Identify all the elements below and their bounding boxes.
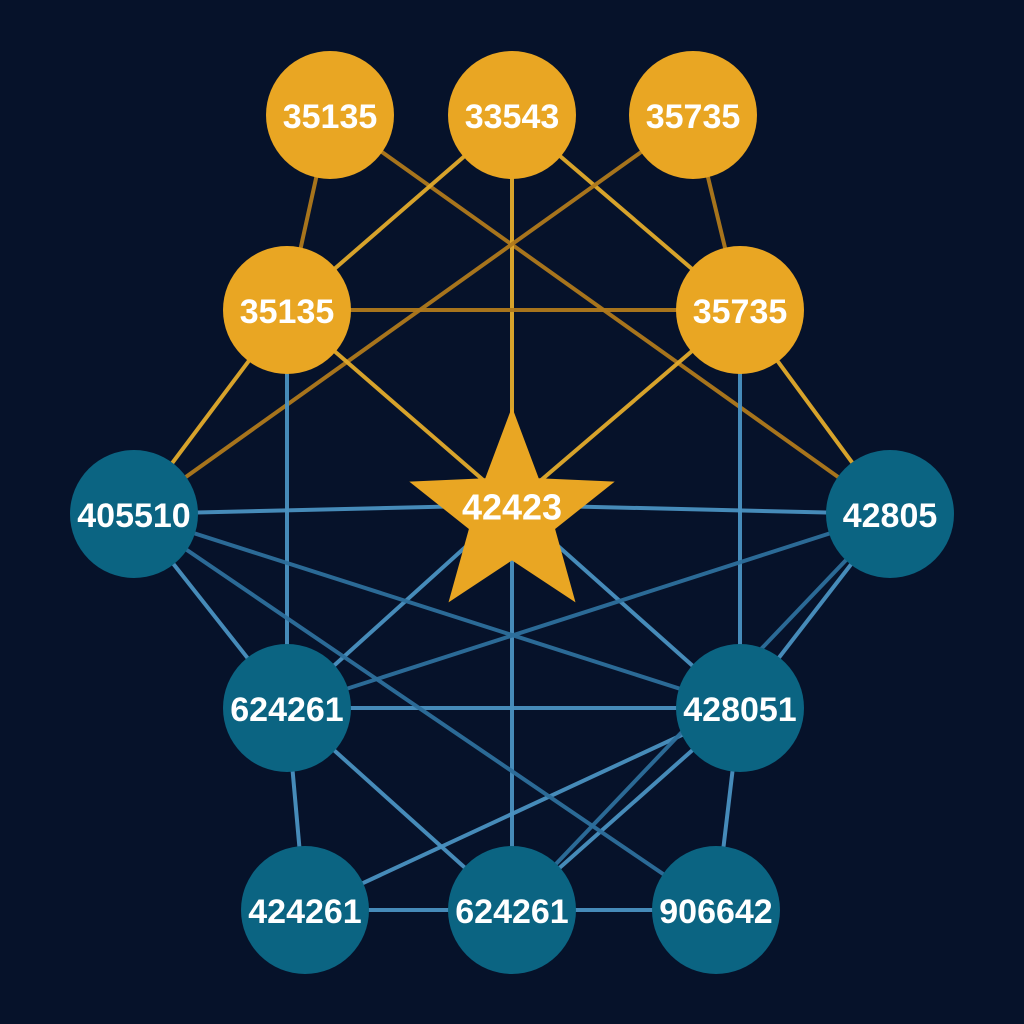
node-bottom-right[interactable]: 906642: [652, 846, 780, 974]
node-circle: [266, 51, 394, 179]
node-label: 35735: [693, 293, 788, 331]
node-circle: [826, 450, 954, 578]
node-circle: [629, 51, 757, 179]
star-icon: [409, 407, 615, 603]
nodes-layer: 35135 33543 35735 35135 35735 405510 42805 6242…: [70, 51, 954, 974]
node-circle: [652, 846, 780, 974]
node-label: 906642: [659, 893, 772, 931]
node-label: 42805: [843, 497, 938, 535]
edge-left-to-lower-right: [132, 512, 742, 710]
edge-right-to-lower-left: [285, 512, 892, 710]
node-left[interactable]: 405510: [70, 450, 198, 578]
node-circle: [223, 246, 351, 374]
edge-left-to-bottom-right: [132, 512, 718, 912]
node-circle: [241, 846, 369, 974]
node-label: 35135: [283, 98, 378, 136]
edge-top-right-to-left: [132, 113, 695, 516]
node-circle: [448, 846, 576, 974]
node-top-left[interactable]: 35135: [266, 51, 394, 179]
node-circle: [70, 450, 198, 578]
node-right[interactable]: 42805: [826, 450, 954, 578]
edge-top-left-to-right: [328, 113, 892, 516]
node-label: 624261: [455, 893, 568, 931]
node-top-right[interactable]: 35735: [629, 51, 757, 179]
node-label: 424261: [248, 893, 361, 931]
node-lower-left[interactable]: 624261: [223, 644, 351, 772]
node-top-center[interactable]: 33543: [448, 51, 576, 179]
node-bottom-left[interactable]: 424261: [241, 846, 369, 974]
node-mid-left[interactable]: 35135: [223, 246, 351, 374]
center-star-label: 42423: [462, 487, 562, 528]
node-label: 35735: [646, 98, 741, 136]
node-mid-right[interactable]: 35735: [676, 246, 804, 374]
node-label: 405510: [77, 497, 190, 535]
node-label: 33543: [465, 98, 560, 136]
node-label: 624261: [230, 691, 343, 729]
node-lower-right[interactable]: 428051: [676, 644, 804, 772]
node-bottom-center[interactable]: 624261: [448, 846, 576, 974]
node-circle: [448, 51, 576, 179]
node-circle: [676, 644, 804, 772]
node-label: 428051: [683, 691, 796, 729]
edge-lower-right-to-bottom-left: [303, 706, 742, 912]
node-circle: [223, 644, 351, 772]
node-label: 35135: [240, 293, 335, 331]
node-circle: [676, 246, 804, 374]
center-star-node[interactable]: 42423: [409, 407, 615, 603]
